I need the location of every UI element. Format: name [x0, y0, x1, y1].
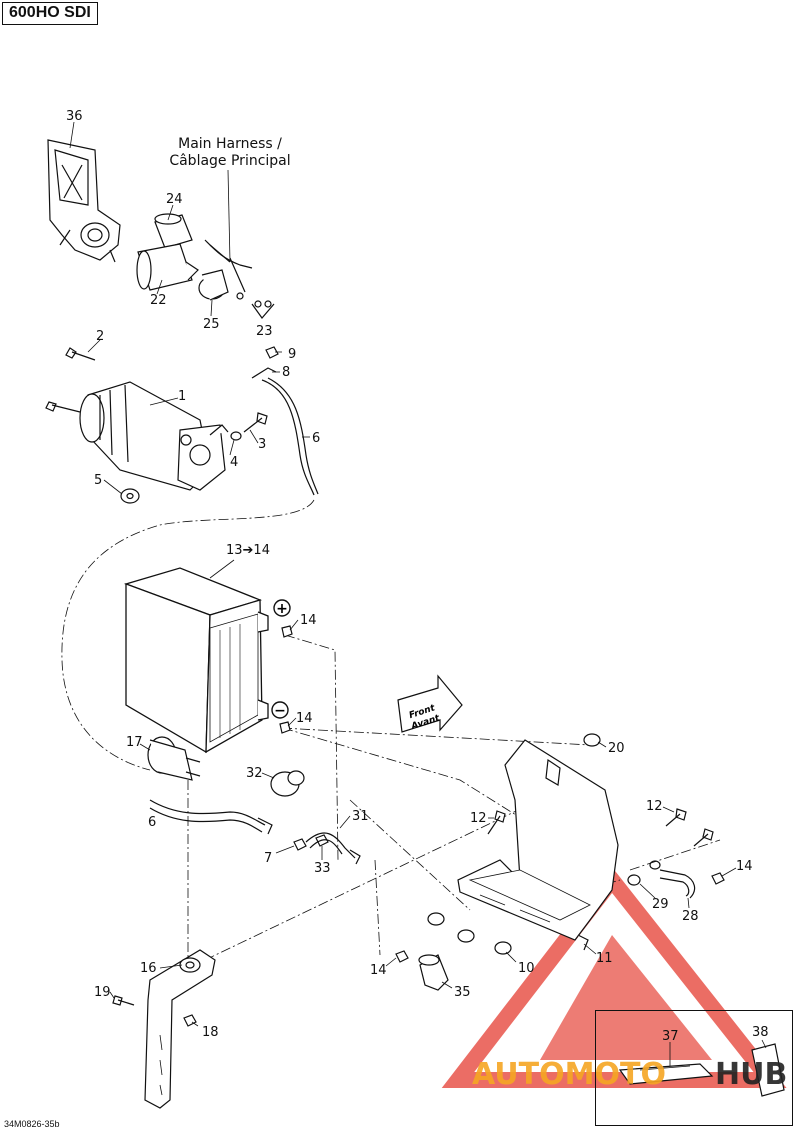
part-31-ground-cable — [305, 832, 361, 865]
callout-10: 10 — [518, 961, 535, 976]
callout-9: 9 — [288, 347, 296, 362]
callout-leader-lines — [69, 121, 767, 1066]
part-14-bolt-right — [711, 872, 725, 885]
watermark-text: AUTOMOTO HUB — [472, 1057, 787, 1092]
document-code: 34M0826-35b — [4, 1119, 60, 1129]
callout-36: 36 — [66, 109, 83, 124]
callout-32: 32 — [246, 766, 263, 781]
watermark-logo-triangle — [441, 866, 787, 1088]
part-7-nut — [293, 838, 307, 851]
callout-7: 7 — [264, 851, 272, 866]
callout-3: 3 — [258, 437, 266, 452]
part-35-rubber-boot — [418, 954, 449, 991]
callout-6-lower: 6 — [148, 815, 156, 830]
part-12-bolts — [487, 808, 714, 847]
callout-16: 16 — [140, 961, 157, 976]
watermark-text-orange: AUTOMOTO — [472, 1057, 666, 1092]
part-36-mounting-bracket — [47, 139, 121, 263]
part-6-battery-cable — [149, 799, 273, 835]
callout-2: 2 — [96, 329, 104, 344]
callout-38: 38 — [752, 1025, 769, 1040]
callout-33: 33 — [314, 861, 331, 876]
callout-17: 17 — [126, 735, 143, 750]
callout-8: 8 — [282, 365, 290, 380]
callout-28: 28 — [682, 909, 699, 924]
part-6-starter-cable — [261, 377, 319, 496]
negative-symbol: − — [274, 703, 286, 719]
callout-29: 29 — [652, 897, 669, 912]
diagram-title: 600HO SDI — [2, 2, 98, 25]
part-25-ring — [198, 269, 229, 301]
callout-23: 23 — [256, 324, 273, 339]
callout-12-left: 12 — [470, 811, 487, 826]
main-harness-connector — [204, 169, 275, 319]
accessory-inset-box — [595, 1010, 793, 1126]
callout-5: 5 — [94, 473, 102, 488]
part-24-sleeve — [154, 213, 193, 249]
positive-terminal-mark: + — [273, 599, 291, 617]
callout-14-right: 14 — [736, 859, 753, 874]
callout-11: 11 — [596, 951, 613, 966]
callout-6-upper: 6 — [312, 431, 320, 446]
callout-20: 20 — [608, 741, 625, 756]
watermark-text-dark: HUB — [715, 1057, 787, 1092]
part-11-battery-tray — [457, 739, 619, 951]
part-20-clip — [583, 733, 601, 747]
part-22-solenoid-cylinder — [136, 243, 199, 291]
part-8-terminal — [251, 367, 277, 379]
part-14-screw-lower — [395, 950, 409, 963]
part-9-nut — [265, 346, 279, 359]
part-38-cartridge — [751, 1043, 785, 1097]
part-29-washer — [627, 874, 641, 886]
callout-12-right: 12 — [646, 799, 663, 814]
callout-4: 4 — [230, 455, 238, 470]
callout-37: 37 — [662, 1029, 679, 1044]
callout-24: 24 — [166, 192, 183, 207]
main-harness-label-line1: Main Harness / — [178, 136, 282, 152]
callout-14-positive: 14 — [300, 613, 317, 628]
part-4-washer — [230, 431, 242, 441]
callout-14-lower: 14 — [370, 963, 387, 978]
callout-1: 1 — [178, 389, 186, 404]
part-3-bolt — [243, 412, 268, 433]
callout-numbers: 36 24 22 25 23 2 9 8 1 3 6 4 5 13➔14 14 … — [66, 109, 769, 1044]
part-28-cable — [649, 860, 696, 899]
part-13-battery — [123, 567, 269, 754]
callout-13: 13➔14 — [226, 543, 270, 558]
front-direction-arrow — [397, 674, 463, 733]
part-14-terminal-bolts — [279, 625, 293, 734]
callout-18: 18 — [202, 1025, 219, 1040]
callout-22: 22 — [150, 293, 167, 308]
part-5-washer — [120, 488, 140, 504]
callout-35: 35 — [454, 985, 471, 1000]
callout-19: 19 — [94, 985, 111, 1000]
part-17-solenoid — [147, 736, 201, 781]
part-16-bracket — [144, 949, 216, 1109]
part-37-tube — [618, 1063, 714, 1085]
callout-31: 31 — [352, 809, 369, 824]
part-19-bolt — [112, 995, 135, 1006]
part-18-screw — [183, 1014, 197, 1027]
part-10-bushings — [427, 912, 512, 955]
positive-symbol: + — [276, 601, 288, 617]
callout-14-negative: 14 — [296, 711, 313, 726]
main-harness-label-line2: Câblage Principal — [169, 153, 291, 169]
part-32-rubber-cap — [270, 770, 305, 797]
part-1-starter-motor — [79, 381, 229, 491]
negative-terminal-mark: − — [271, 701, 289, 719]
callout-25: 25 — [203, 317, 220, 332]
part-2-bolts — [45, 347, 96, 413]
main-harness-label: Main Harness / Câblage Principal — [150, 136, 310, 170]
